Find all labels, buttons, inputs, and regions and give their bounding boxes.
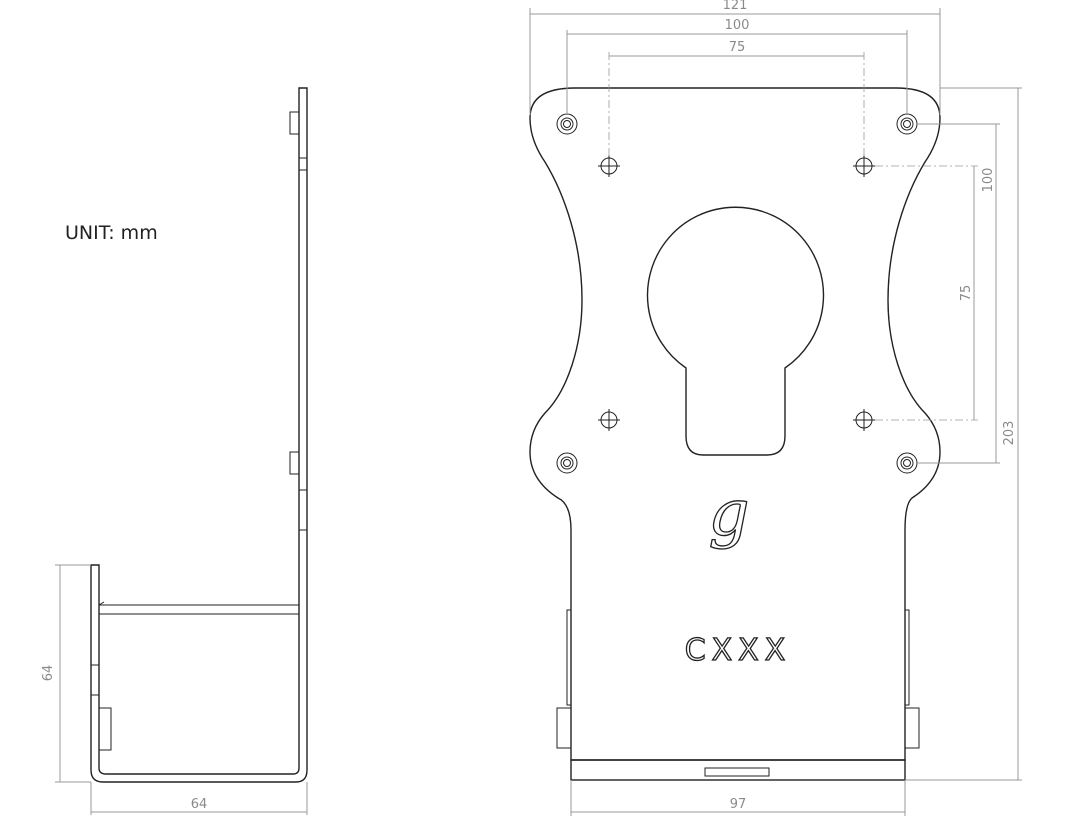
bracket-side-tab-left [566,609,572,706]
mount-hole-75-tl [598,155,620,177]
base-slot [704,767,770,777]
bracket-clip-left [556,707,572,749]
side-screw-bottom [289,451,300,475]
dim-spacing-75-h: 75 [729,40,746,55]
mount-hole-100-br [896,452,918,474]
model-label: CXXX [685,633,792,668]
bracket-side-tab-right [904,609,910,706]
unit-label: UNIT: mm [65,222,158,244]
brand-logo: g [709,477,750,551]
dim-side-width: 64 [191,797,208,812]
side-shelf [98,604,300,615]
mount-hole-75-bl [598,409,620,431]
front-view: g CXXX 121 100 75 100 75 203 97 [529,0,1022,816]
dim-base-width: 97 [730,797,747,812]
bracket-base [570,759,906,781]
mount-hole-100-tr [896,113,918,135]
side-vertical-plate [90,87,308,783]
mount-hole-75-br [853,409,875,431]
dim-side-height: 64 [41,665,56,682]
side-lip-detail [98,601,105,606]
mount-hole-100-tl [556,113,578,135]
dim-overall-height: 203 [1002,421,1017,446]
bracket-clip-right [904,707,920,749]
mount-hole-75-tr [853,155,875,177]
side-view: 64 64 [41,87,308,815]
keyhole-cutout [646,206,825,456]
dim-spacing-100-v: 100 [981,168,996,193]
dim-spacing-100-h: 100 [725,18,750,33]
dim-overall-width: 121 [723,0,748,13]
mount-hole-100-bl [556,452,578,474]
side-screw-top [289,111,300,135]
dim-spacing-75-v: 75 [959,285,974,302]
side-clip [98,707,112,751]
